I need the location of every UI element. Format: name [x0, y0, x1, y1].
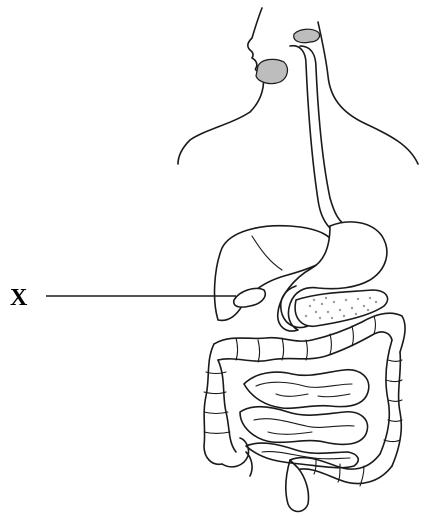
oesophagus — [290, 46, 344, 228]
nasal-cavity — [294, 29, 320, 43]
rectum — [286, 460, 309, 512]
label-x: X — [10, 285, 28, 311]
small-intestine — [240, 370, 369, 468]
pancreas — [295, 290, 387, 326]
salivary-glands — [256, 59, 287, 83]
large-intestine — [204, 313, 405, 486]
